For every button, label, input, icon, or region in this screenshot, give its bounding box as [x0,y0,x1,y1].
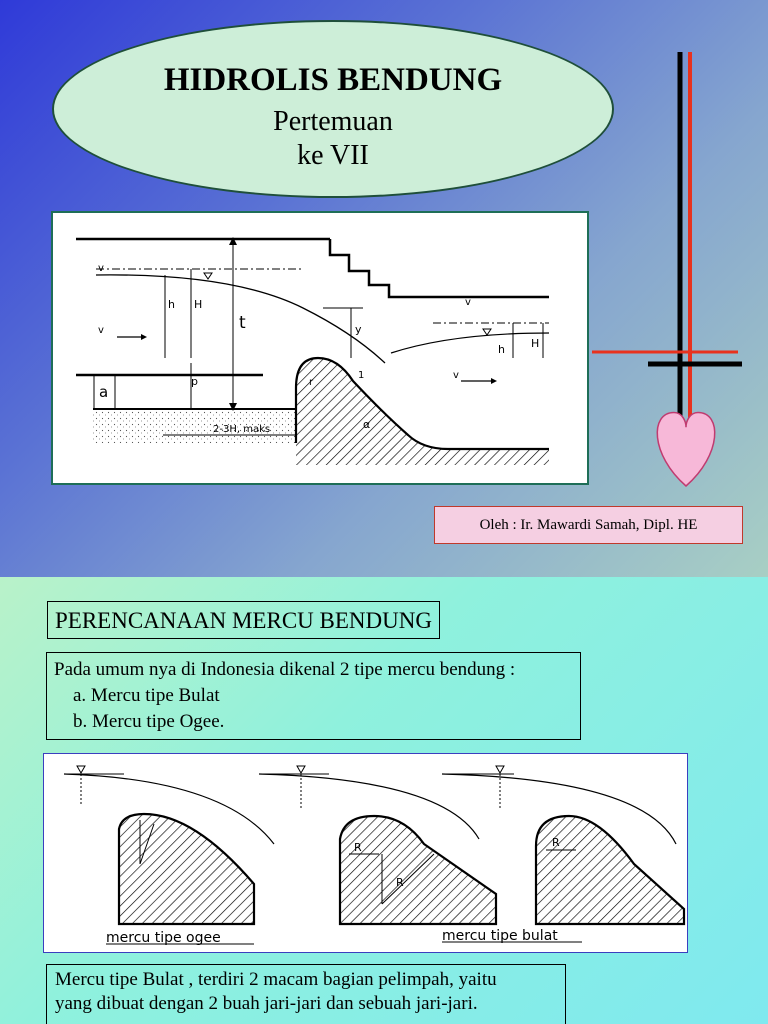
label-slope: 1 [358,370,364,381]
label-h1: h [168,298,175,311]
weir-body [296,358,549,465]
round-crest-one-radius: R [441,765,686,926]
intro-text-box: Pada umum nya di Indonesia dikenal 2 tip… [46,652,581,740]
decorative-lines [592,52,742,488]
desc-line-1: Mercu tipe Bulat , terdiri 2 macam bagia… [55,969,497,990]
upstream-bed [93,409,296,443]
caption-ogee: mercu tipe ogee [106,930,221,946]
downstream-water-surface [390,332,550,354]
title-ellipse: HIDROLIS BENDUNG Pertemuan ke VII [52,20,614,198]
intro-line: Pada umum nya di Indonesia dikenal 2 tip… [54,659,516,680]
round-crest-two-radii: R R [258,765,498,926]
label-R: R [552,836,560,849]
slide-2: PERENCANAAN MERCU BENDUNG Pada umum nya … [0,577,768,1024]
label-v1: v [98,325,104,336]
weir-diagram-svg: v v h H t y h H v v p r a 1 α 2-3H, maks [76,237,550,465]
upstream-water-surface [95,274,386,364]
heart-icon [656,411,716,488]
desc-line-2: yang dibuat dengan 2 buah jari-jari dan … [55,993,478,1014]
slide-1: HIDROLIS BENDUNG Pertemuan ke VII [0,0,768,577]
slide-title: HIDROLIS BENDUNG [163,62,503,98]
label-R1: R [354,841,362,854]
label-base-length: 2-3H, maks [213,424,270,435]
label-alpha: α [363,418,370,431]
energy-line [76,237,549,299]
label-v2-squared: v [465,297,471,308]
crest-diagram-svg: R R R mercu tipe ogee mercu tipe bulat [63,765,686,946]
intro-item-b: b. Mercu tipe Ogee. [73,711,225,732]
label-r: r [309,377,314,388]
label-a: a [99,383,108,401]
label-v1-squared: v [98,263,104,274]
label-R2: R [396,876,404,889]
label-H2: H [531,337,539,350]
section-heading: PERENCANAAN MERCU BENDUNG [47,601,440,639]
crest-types-diagram: R R R mercu tipe ogee mercu tipe bulat [43,753,688,953]
slide-subtitle-line2: ke VII [297,140,369,171]
intro-item-a: a. Mercu tipe Bulat [73,685,220,706]
author-box: Oleh : Ir. Mawardi Samah, Dipl. HE [434,506,743,544]
label-p: p [191,375,198,388]
weir-hydraulics-diagram: v v h H t y h H v v p r a 1 α 2-3H, maks [51,211,589,485]
ogee-crest [63,765,275,926]
label-h2: h [498,343,505,356]
caption-bulat: mercu tipe bulat [442,928,558,944]
label-v2: v [453,370,459,381]
label-t: t [239,313,246,333]
label-y: y [355,323,362,336]
description-text-box: Mercu tipe Bulat , terdiri 2 macam bagia… [46,964,566,1024]
slide-subtitle-line1: Pertemuan [273,106,393,137]
label-H1: H [194,298,202,311]
